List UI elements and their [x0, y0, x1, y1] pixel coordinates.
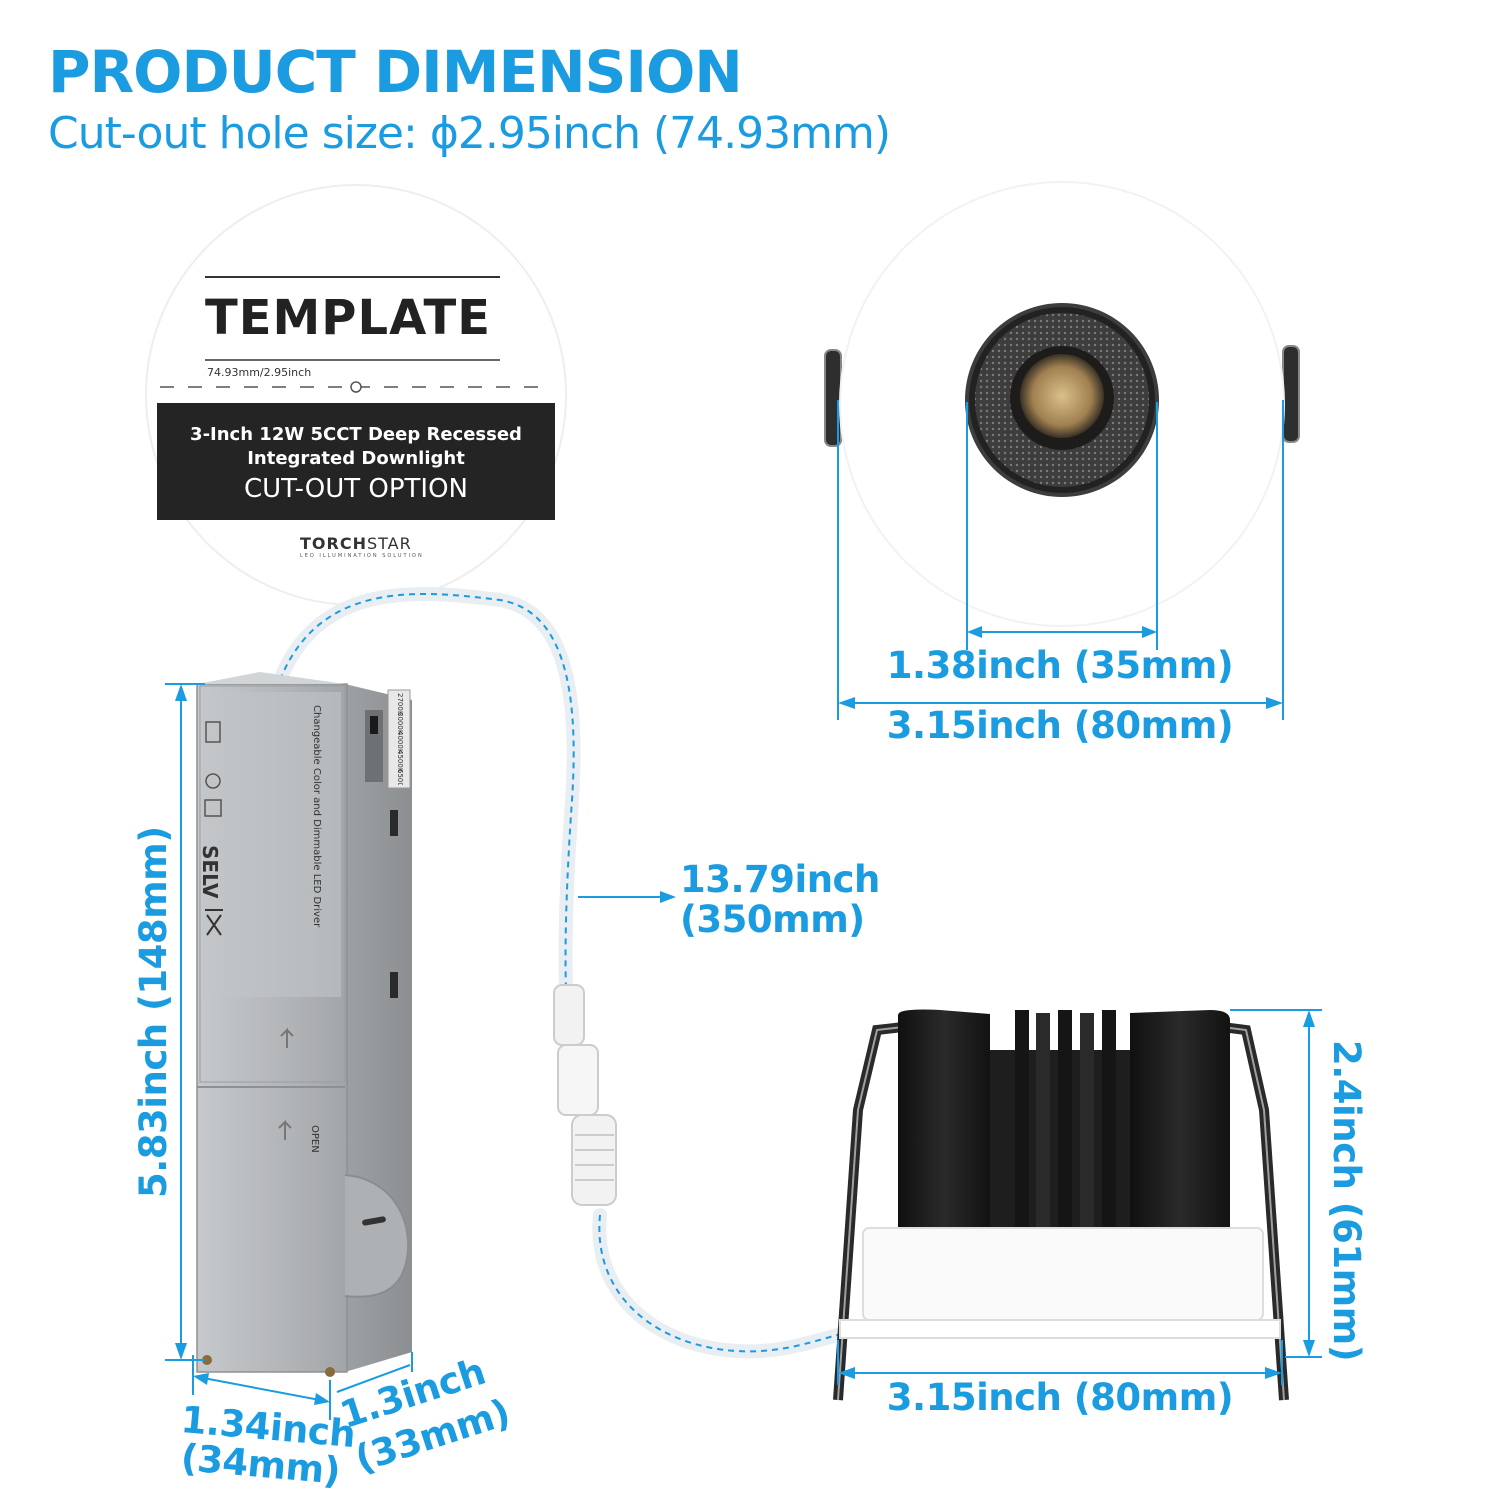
page-title: PRODUCT DIMENSION: [48, 38, 743, 106]
template-title: TEMPLATE: [205, 290, 492, 346]
box-height-dimension-lines: [165, 683, 205, 1361]
cable-dimension-arrow: [578, 891, 676, 903]
cct-option: 6500K: [396, 769, 404, 785]
brand-bold: TORCH: [300, 534, 367, 553]
trim-width-top-label: 3.15inch (80mm): [886, 704, 1234, 747]
template-size-label: 74.93mm/2.95inch: [207, 366, 312, 379]
lens-width-label: 1.38inch (35mm): [886, 644, 1234, 687]
light-side-view: [833, 1009, 1289, 1401]
box-width-dimension-lines: [192, 1355, 331, 1420]
template-cutout-option: CUT-OUT OPTION: [243, 474, 469, 504]
template-product-line2: Integrated Downlight: [247, 448, 465, 469]
light-top-view: [824, 181, 1300, 627]
driver-selv-mark: SELV: [198, 845, 222, 899]
trim-side-dimension-lines: [837, 1340, 1283, 1385]
driver-box: [196, 672, 412, 1377]
page-subtitle: Cut-out hole size: ϕ2.95inch (74.93mm): [48, 108, 891, 159]
template-card: [145, 184, 567, 606]
template-product-line1: 3-Inch 12W 5CCT Deep Recessed: [190, 424, 522, 445]
light-height-label: 2.4inch (61mm): [1325, 1040, 1368, 1362]
box-height-label: 5.83inch (148mm): [132, 826, 175, 1198]
light-height-dimension-lines: [1230, 1009, 1322, 1358]
cable-length-label-line2: (350mm): [680, 898, 865, 941]
trim-top-dimension-lines: [837, 400, 1284, 720]
trim-width-side-label: 3.15inch (80mm): [886, 1376, 1234, 1419]
brand-tagline: LED ILLUMINATION SOLUTION: [300, 553, 424, 559]
driver-label-title: Changeable Color and Dimmable LED Driver: [311, 705, 322, 928]
cable-length-label-line1: 13.79inch: [680, 858, 880, 901]
lens-dimension-lines: [966, 402, 1158, 650]
driver-open-label: OPEN: [309, 1125, 320, 1153]
box-depth-dimension-lines: [336, 1352, 413, 1393]
brand-rest: STAR: [366, 534, 412, 553]
driver-cct-options: 2700K 3000K 4000K 4500K 6500K: [392, 693, 408, 785]
brand-logo: TORCHSTAR: [300, 534, 412, 553]
